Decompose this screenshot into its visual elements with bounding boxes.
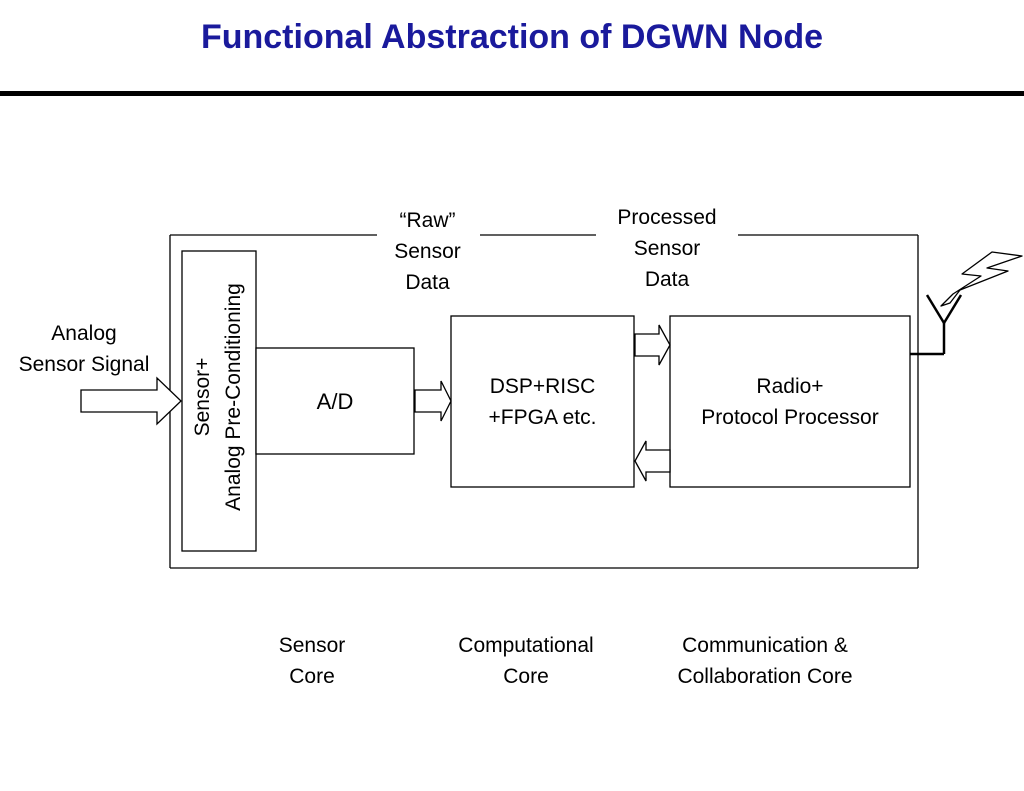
communication-core-label: Communication & Collaboration Core [677, 634, 853, 688]
ad-label: A/D [316, 388, 354, 414]
title-divider [0, 91, 1024, 96]
ad-to-dsp-arrow [414, 380, 452, 422]
antenna-icon [910, 294, 963, 356]
raw-data-label: “Raw” Sensor Data [394, 209, 461, 294]
computational-core-label: Computational Core [458, 634, 594, 688]
radio-to-dsp-arrow [634, 440, 671, 482]
lightning-bolt-icon [940, 251, 1023, 307]
dsp-label: DSP+RISC +FPGA etc. [488, 374, 597, 429]
radio-block [669, 315, 911, 488]
processed-data-label: Processed Sensor Data [617, 206, 717, 291]
input-arrow [80, 376, 182, 426]
page-title: Functional Abstraction of DGWN Node [200, 18, 824, 56]
preconditioning-block [181, 250, 257, 552]
preconditioning-label: Sensor+ Analog Pre-Conditioning [191, 283, 245, 511]
ad-block [255, 347, 415, 455]
node-frame [169, 234, 919, 569]
sensor-core-label: Sensor Core [278, 634, 346, 688]
input-signal-label: Analog Sensor Signal [18, 322, 150, 376]
radio-label: Radio+ Protocol Processor [701, 374, 879, 429]
dsp-block [450, 315, 635, 488]
dsp-to-radio-arrow [634, 324, 671, 366]
